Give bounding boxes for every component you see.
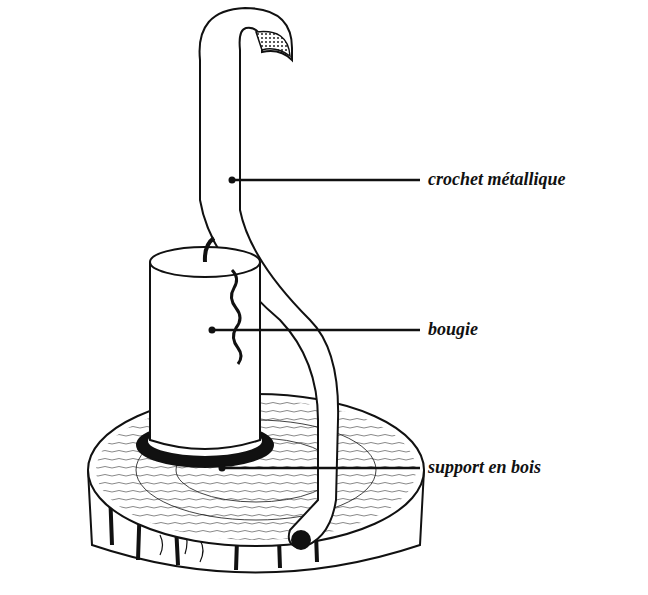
wax-drip bbox=[231, 270, 241, 364]
candle-body bbox=[150, 262, 260, 449]
part-label: crochet métallique bbox=[428, 170, 565, 190]
part-label: bougie bbox=[428, 320, 478, 340]
leader-lines bbox=[209, 177, 421, 472]
hook-end bbox=[256, 32, 290, 57]
nail bbox=[292, 531, 310, 549]
wick bbox=[205, 238, 214, 262]
drawing bbox=[88, 8, 424, 573]
part-label: support en bois bbox=[428, 458, 541, 478]
